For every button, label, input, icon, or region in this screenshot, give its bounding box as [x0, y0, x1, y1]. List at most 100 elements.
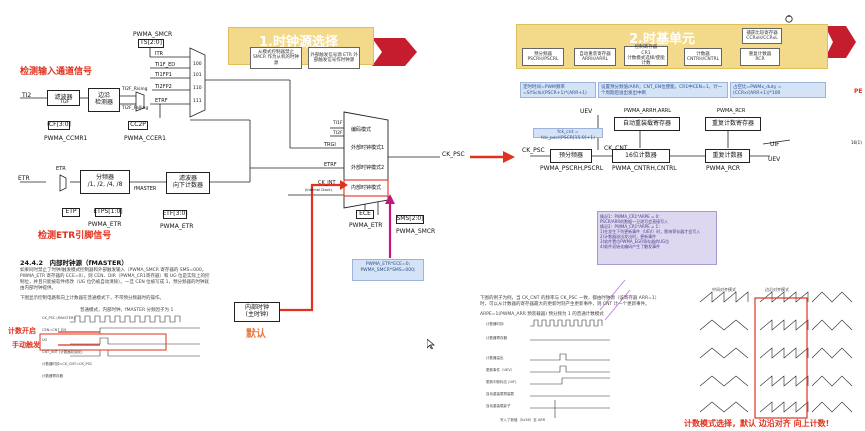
reg-etr-1: PWMA_ETR: [88, 221, 122, 228]
tb-wave-row-3: 计数器溢出: [486, 356, 504, 360]
fck-formula: fck_cnt = fck_psc/(PSCR[15:0]+1): [533, 128, 603, 141]
ti2fp2-label: TI2FP2: [155, 84, 172, 90]
tb-wave-row-2: 计数器寄存器: [486, 336, 507, 340]
fmaster-label: fMASTER: [134, 186, 157, 192]
reg-icf: ICF[3:0]: [47, 121, 71, 130]
reg-ccmr: PWMA_CCMR1: [44, 135, 88, 142]
mux-in-110: 110: [193, 86, 202, 91]
prescaler-reg-label: PWMA_PSCRH,PSCRL: [540, 165, 604, 172]
smcr-note: 从模式控制器禁止 SMCR 作为从机的时钟源: [250, 47, 302, 69]
tb-block-psc-text: 预分频器 PSCRH/PSCRL: [527, 51, 559, 62]
ti2f-rising-label: TI2F_Rising: [122, 87, 148, 92]
reg-etf: ETF[3:0]: [162, 210, 188, 219]
prescaler-box: 预分频器: [550, 149, 592, 163]
tb-block-rcr-text: 重复计数器 RCR: [748, 51, 772, 62]
hand-cursor-icon: [784, 14, 794, 26]
timebase-description: 下图的例子为例，当 CK_CNT 的频率与 CK_PSC 一致，都由时钟源（该寄…: [480, 296, 660, 307]
section-paragraph-2: 下图显示控制电路和向上计数器在普通模式下，不带预分频器时的操作。: [20, 296, 164, 301]
reg-ccer: PWMA_CCER1: [124, 135, 166, 142]
ti2f-input-label: TI2F: [333, 131, 343, 136]
etr-detect-annotation: 检测ETR引脚信号: [38, 231, 112, 241]
wave-label-ckcnt: 计数器时钟=CK_CNT=CK_PSC: [42, 362, 93, 366]
tb-bottom-note: 写入了新值（0x36）至 ARR: [500, 418, 546, 422]
section-figure-label: 普通模式，内部时钟，fMASTER 分频因子为 1: [80, 308, 174, 313]
mode-row-encoder: 编码模式: [351, 127, 372, 133]
wave-label-ug: UG: [42, 338, 48, 342]
tb-wave-row-4: 更新事件（UEV）: [486, 368, 515, 372]
tb-enable-note: 设置预分频值/ARR；CNT_EN位使能，CR1中CEN=1，计一个周期后溢出发…: [598, 82, 728, 98]
filter-down-counter-block: 滤波器 向下计数器: [166, 172, 210, 194]
tb-uev2-label: UEV: [768, 156, 781, 163]
mode-row-internal: 内部时钟模式: [351, 185, 382, 191]
arpe-tip-note: 情况1：PWMA_CR1*ARPE = 0： PSCR/ARR的数据一旦改写会直…: [597, 211, 717, 265]
ece-box: ECE: [356, 210, 374, 219]
tb-wave-row-7: 自动重装载影子: [486, 404, 511, 408]
tb-ckpsc-label: CK_PSC: [522, 147, 545, 154]
tb-block-cnt-text: 计数器 CNTRH/CNTRL: [686, 51, 720, 62]
input-detect-annotation: 检测输入通道信号: [20, 67, 93, 77]
itr-label: ITR: [155, 51, 164, 57]
mux-in-100: 100: [193, 62, 202, 67]
count-mode-annotation: 计数模式选择，默认 边沿对齐 向上计数!: [684, 419, 830, 428]
rcr-box: 重复计数寄存器: [705, 117, 761, 131]
ck-psc-out-label: CK_PSC: [442, 151, 465, 158]
etr-label: ETR: [56, 166, 66, 172]
tb-block-cnt: 计数器 CNTRH/CNTRL: [684, 48, 722, 66]
tb-block-cr1: 控制寄存器 CR1 计数模式选择/使能计数: [624, 45, 668, 67]
ti1f-ed-label: TI1F_ED: [155, 62, 176, 68]
ti2-label: TI2: [22, 92, 32, 99]
counter-reg-label: PWMA_CNTRH,CNTRL: [612, 165, 677, 172]
ckint-input-label: CK_INT: [318, 180, 336, 186]
right-edge-partial: PE: [854, 88, 863, 95]
reg-etp: ETP: [62, 208, 80, 217]
timebase-description-2: ARPE=1(PWMA_ARR 预装载器) 预分频为 1 的普通计数模式: [480, 312, 604, 317]
default-annotation: 默认: [246, 329, 266, 340]
tb-block-arr: 自动重装寄存器 ARRH/ARRL: [574, 48, 616, 66]
timebase-title: 2.时基单元: [629, 32, 695, 47]
filter-block: 滤波器: [47, 90, 80, 106]
wave-label-cnt-init: CNT_INIT (计数器初始化): [42, 350, 83, 354]
arr-box: 自动重装载寄存器: [614, 117, 680, 131]
etr-note: 外部触发信号源 ETR 外部触发信号作时钟源: [308, 47, 360, 69]
reg-etps: ETPS[1:0]: [93, 208, 123, 217]
trgi-input-label: TRGI: [324, 142, 336, 148]
wave-label-cen: CEN=CNT_EN: [42, 328, 66, 332]
tif-input-label: TI1F: [333, 121, 343, 126]
tb-block-ccr-text: 捕获比较寄存器 CCRxH/CCRxL: [746, 30, 778, 41]
tb-block-rcr: 重复计数器 RCR: [740, 48, 780, 66]
tb-block-cr1-text: 控制寄存器 CR1 计数模式选择/使能计数: [627, 45, 665, 67]
mode-row-ext2: 外部时钟模式2: [351, 165, 385, 171]
mouse-cursor-icon: [426, 338, 435, 351]
right-edge-more: 16(1): [851, 140, 862, 145]
section-heading: 24.4.2 内部时钟源（fMASTER）: [20, 259, 128, 267]
section-paragraph-1: 如果同时禁止了时钟/触发模式控制器和外部触发输入（PWMA_SMCR 寄存器的 …: [20, 268, 210, 291]
etrf-input-label: ETRF: [324, 162, 337, 168]
ti2f-label: TI2F: [60, 100, 70, 105]
tb-wave-row-5: 更新中断标志 (UIF): [486, 380, 517, 384]
mux-in-111: 111: [193, 99, 202, 104]
edge-aligned-title: 边沿对齐模式: [765, 287, 789, 292]
counter-start-annotation: 计数开启: [8, 327, 36, 335]
internal-clock-box[interactable]: 内部时钟 (主时钟): [234, 302, 280, 322]
divider-block: 分频器 /1, /2, /4, /8: [80, 170, 130, 194]
tb-duty-note: 占空比=PWMx_duty = (CCRx/(ARR+1))*100: [730, 82, 826, 98]
repeat-reg-label: PWMA_RCR: [706, 165, 741, 172]
reg-smcr: PWMA_SMCR: [133, 31, 173, 38]
sms-box: SMS[2:0]: [396, 215, 424, 224]
manual-trigger-annotation: 手动触发: [12, 341, 40, 349]
mode-etr-reg: PWMA_ETR: [349, 222, 383, 229]
ti2f-falling-label: TI2F_Falling: [122, 106, 149, 111]
tb-wave-row-1: 计数器时钟: [486, 322, 504, 326]
wave-label-counter: 计数器寄存器: [42, 374, 63, 378]
clock-source-title: 1.时钟源选择: [259, 35, 338, 50]
tb-uev-label: UEV: [580, 108, 593, 115]
edge-detector-block: 边沿 检测器: [88, 88, 120, 112]
tb-block-arr-text: 自动重装寄存器 ARRH/ARRL: [579, 51, 611, 62]
arr-reg-label: PWMA_ARRH,ARRL: [624, 108, 672, 114]
reg-cc2p: CC2P: [128, 121, 148, 130]
ti1fp1-label: TI1FP1: [155, 72, 172, 78]
config-note: PWMA_ETR*ECE=0; PWMA_SMCR*SMS=000;: [352, 259, 424, 281]
tb-formula-note: 定时时间=PWM频率=SYSclk/(PSCR+1)*(ARR+1): [520, 82, 596, 98]
reg-ts: TS[2:0]: [138, 39, 164, 48]
